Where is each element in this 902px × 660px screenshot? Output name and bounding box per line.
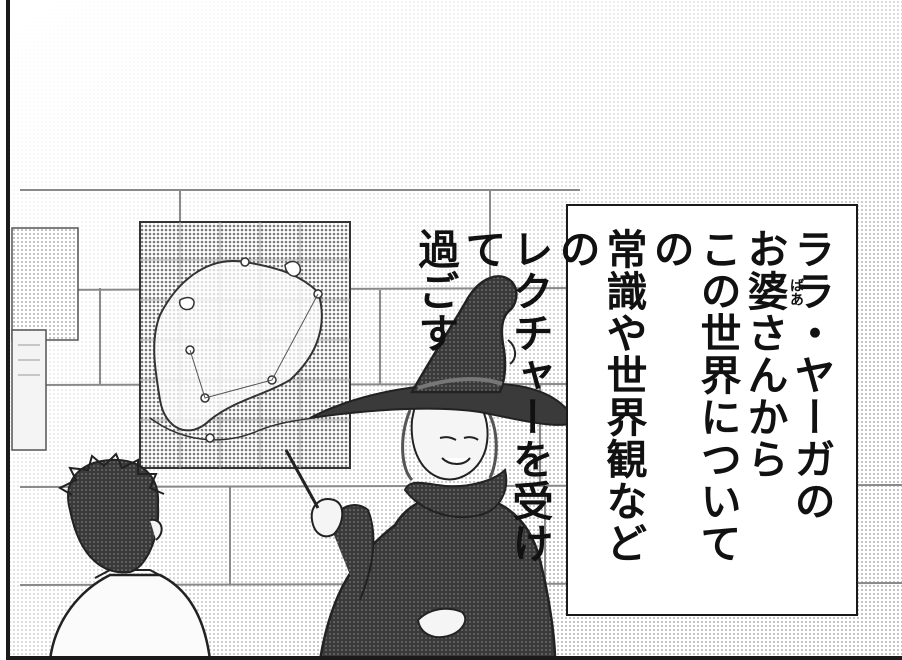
narration-line-4: 常識や世界観などの (552, 228, 647, 564)
narration-line-2-text: お婆さんから (740, 228, 788, 480)
panel-border-bottom (6, 656, 902, 660)
narration-line-1: ララ・ヤーガの (787, 228, 835, 522)
narration-line-2: お婆さんからばあ (740, 228, 804, 598)
narration-text: ララ・ヤーガの お婆さんからばあ この世界についての 常識や世界観などの レクチ… (411, 228, 835, 598)
witch-character (284, 275, 577, 660)
narration-line-6: 過ごす (411, 228, 459, 354)
panel-border-left (6, 0, 10, 660)
boy-character (48, 452, 212, 660)
narration-line-5: レクチャーを受けて (458, 228, 553, 564)
narration-box: ララ・ヤーガの お婆さんからばあ この世界についての 常識や世界観などの レクチ… (411, 204, 858, 616)
narration-line-3: この世界についての (646, 228, 741, 564)
furigana: ばあ (788, 278, 804, 306)
world-map (139, 221, 351, 469)
pinned-paper-left (11, 227, 79, 451)
